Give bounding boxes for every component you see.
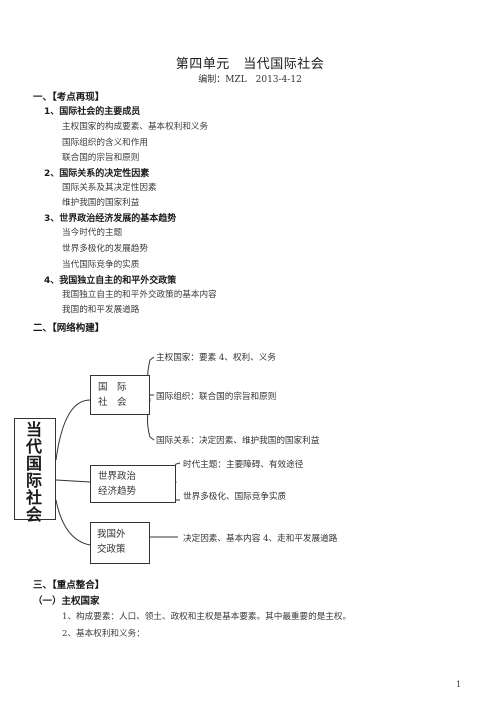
key-point-item: 1、构成要素：人口、领土、政权和主权是基本要素。其中最重要的是主权。 [62,612,352,622]
branch-text: 世界多极化、国际竞争实质 [183,492,287,502]
topic-heading: 4、我国独立自主的和平外交政策 [44,276,177,286]
topic-item: 当代国际竞争的实质 [62,260,140,270]
page-number: 1 [456,680,462,689]
section-heading-network: 二、【网络构建】 [33,323,105,334]
key-point-item: 2、基本权利和义务： [62,629,145,639]
branch-text: 时代主题：主要障碍、有效途径 [183,460,304,470]
mindmap-box-foreign-policy: 我国外 交政策 [90,522,150,564]
mindmap-box-world-trends: 世界政治 经济趋势 [90,465,176,503]
branch-text: 国际组织：联合国的宗旨和原则 [156,392,277,402]
document-subtitle: 编制：MZL 2013-4-12 [198,75,302,85]
root-label: 当代国际社会 [25,421,45,523]
topic-item: 当今时代的主题 [62,228,123,238]
topic-item: 我国的和平发展道路 [62,305,140,315]
topic-item: 世界多极化的发展趋势 [62,244,148,254]
root-label-text: 当代国际社会 [25,420,42,524]
box-label: 世界政治 经济趋势 [98,471,137,497]
topic-heading: 2、国际关系的决定性因素 [44,169,150,179]
branch-text: 国际关系：决定因素、维护我国的国家利益 [156,436,320,446]
topic-heading: 1、国际社会的主要成员 [44,107,141,117]
branch-text: 决定因素、基本内容 4、走和平发展道路 [183,534,338,544]
topic-item: 维护我国的国家利益 [62,198,140,208]
box-label: 我国外 交政策 [97,529,126,555]
topic-item: 联合国的宗旨和原则 [62,153,140,163]
mindmap-box-international-society: 国 际 社 会 [90,375,150,415]
topic-item: 我国独立自主的和平外交政策的基本内容 [62,290,217,300]
document-title: 第四单元 当代国际社会 [175,57,325,72]
section-heading-key-points: 三、【重点整合】 [33,580,105,591]
box-label: 国 际 社 会 [98,382,127,408]
topic-item: 主权国家的构成要素、基本权利和义务 [62,122,209,132]
subsection-heading: （一）主权国家 [33,596,100,607]
section-heading-review: 一、【考点再现】 [33,92,105,103]
topic-heading: 3、世界政治经济发展的基本趋势 [44,214,177,224]
topic-item: 国际组织的含义和作用 [62,138,148,148]
branch-text: 主权国家：要素 4、权利、义务 [156,353,276,363]
topic-item: 国际关系及其决定性因素 [62,183,157,193]
mindmap-root: 当代国际社会 [14,418,56,523]
